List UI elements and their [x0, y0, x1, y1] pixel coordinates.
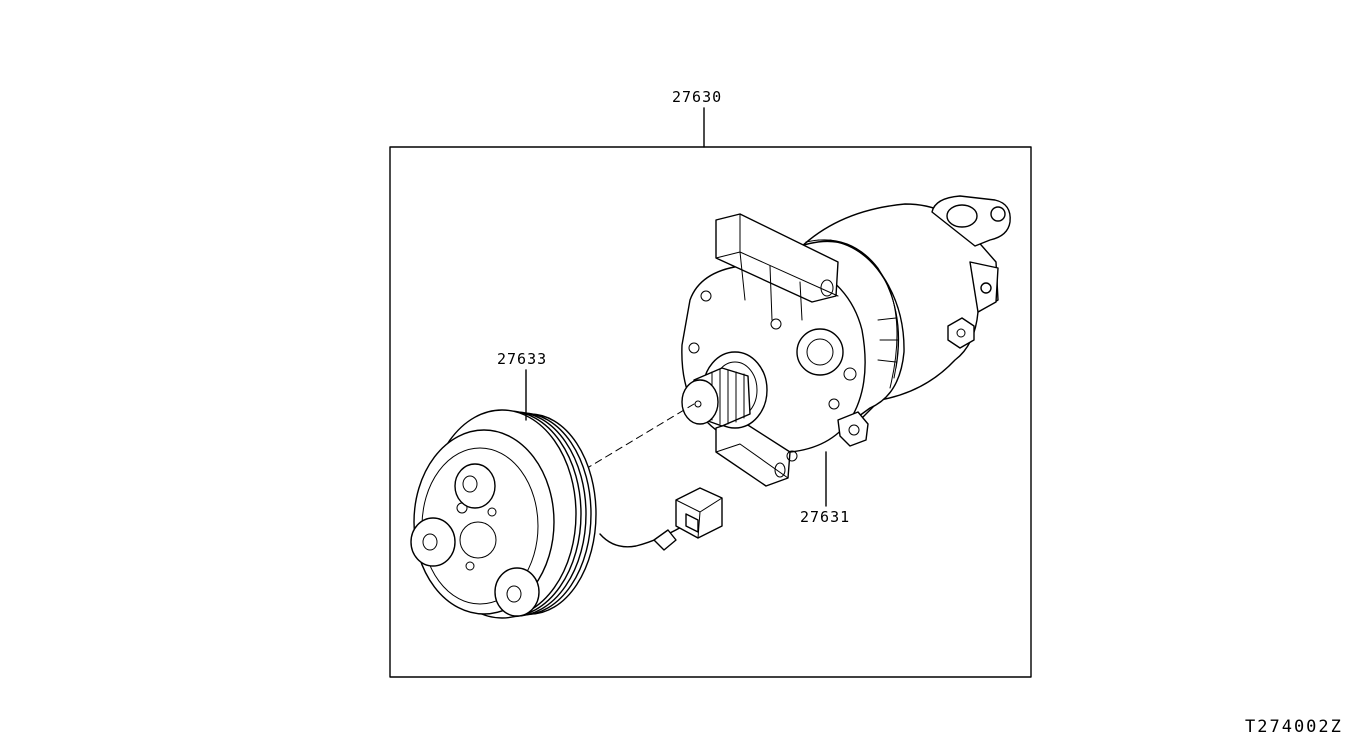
callout-27631[interactable]: 27631 [800, 508, 850, 526]
diagram-code: T274002Z [1245, 717, 1343, 736]
clutch-pulley[interactable] [410, 409, 597, 619]
callout-27633[interactable]: 27633 [497, 350, 547, 368]
clutch-connector[interactable] [599, 487, 723, 551]
callout-27630[interactable]: 27630 [672, 88, 722, 106]
assembly-frame [389, 146, 1032, 678]
engagement-line [583, 403, 695, 471]
compressor-body[interactable] [681, 195, 1011, 487]
